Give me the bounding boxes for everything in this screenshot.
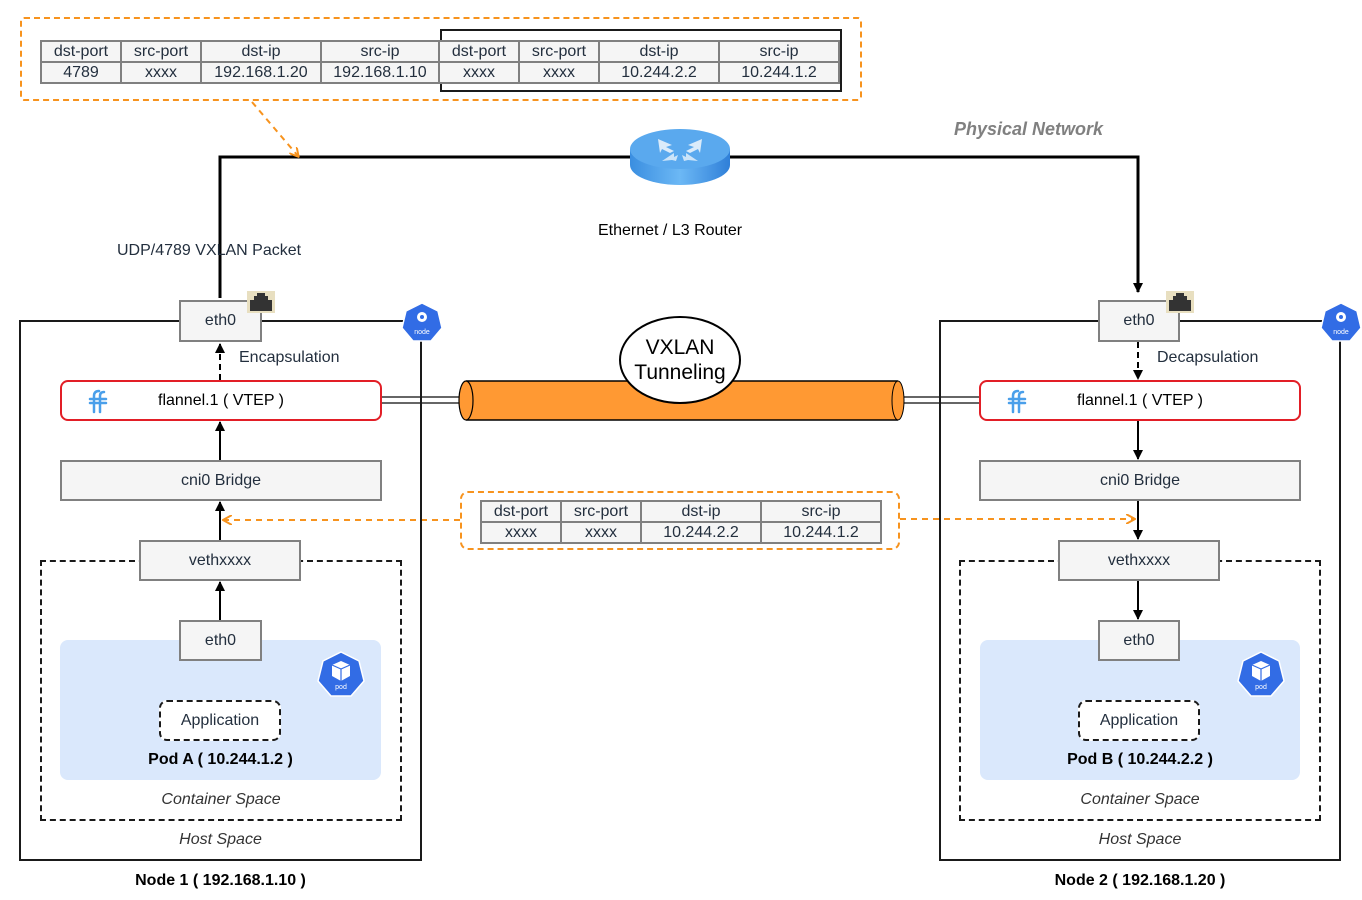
router-label: Ethernet / L3 Router — [598, 222, 743, 239]
field-value: 10.244.2.2 — [640, 521, 762, 544]
tunnel-label-line1: VXLAN — [645, 336, 715, 359]
field-name: dst-port — [40, 40, 122, 63]
tunnel-label-line2: Tunneling — [634, 361, 726, 384]
node2-vtep-label: flannel.1 ( VTEP ) — [1077, 391, 1203, 409]
svg-text:node: node — [1333, 329, 1349, 336]
node1-vtep[interactable]: flannel.1 ( VTEP ) — [60, 380, 382, 421]
node2-decapsulation-label: Decapsulation — [1157, 349, 1259, 366]
flannel-icon — [88, 389, 108, 414]
node2-vtep[interactable]: flannel.1 ( VTEP ) — [979, 380, 1301, 421]
node2-pod-label: Pod B ( 10.244.2.2 ) — [1067, 751, 1213, 768]
node1-host-space — [19, 320, 422, 861]
inner-packet-value-row: xxxx xxxx 10.244.2.2 10.244.1.2 — [480, 521, 882, 544]
field-name: src-ip — [718, 40, 840, 63]
node2-host-space-label: Host Space — [1098, 831, 1182, 848]
field-name: dst-port — [480, 500, 562, 523]
kubernetes-pod-icon: pod — [1237, 651, 1285, 697]
field-name: src-port — [120, 40, 202, 63]
field-name: dst-ip — [200, 40, 322, 63]
field-value: xxxx — [560, 521, 642, 544]
field-value: 10.244.2.2 — [598, 61, 720, 84]
node1-host-space-label: Host Space — [179, 831, 262, 848]
outer-packet-table: dst-port src-port dst-ip src-ip dst-port… — [40, 40, 840, 84]
physical-link-node1 — [218, 155, 650, 298]
node1-veth[interactable]: vethxxxx — [139, 540, 301, 581]
field-value: xxxx — [438, 61, 520, 84]
node2-container-space-label: Container Space — [1080, 791, 1200, 808]
node2-pod-eth0[interactable]: eth0 — [1098, 620, 1180, 661]
node2-title: Node 2 ( 192.168.1.20 ) — [1054, 872, 1226, 889]
node1-eth0[interactable]: eth0 — [179, 300, 262, 342]
field-value: 192.168.1.10 — [320, 61, 440, 84]
ethernet-port-icon — [1166, 291, 1194, 313]
svg-text:pod: pod — [1255, 684, 1267, 691]
node1-pod-eth0[interactable]: eth0 — [179, 620, 262, 661]
field-value: 10.244.1.2 — [760, 521, 882, 544]
vxlan-packet-label: UDP/4789 VXLAN Packet — [117, 242, 302, 259]
field-value: 10.244.1.2 — [718, 61, 840, 84]
physical-network-label: Physical Network — [954, 119, 1104, 139]
node1-cni0-bridge[interactable]: cni0 Bridge — [60, 460, 382, 501]
node1-encapsulation-label: Encapsulation — [239, 349, 340, 366]
svg-text:pod: pod — [335, 684, 347, 691]
router-icon — [630, 129, 730, 185]
field-name: dst-port — [438, 40, 520, 63]
node1-pod-label: Pod A ( 10.244.1.2 ) — [148, 751, 293, 768]
ethernet-port-icon — [247, 291, 275, 313]
node1-container-space-label: Container Space — [161, 791, 281, 808]
kubernetes-node-icon: node — [1320, 302, 1362, 342]
field-value: xxxx — [518, 61, 600, 84]
inner-packet-frame — [460, 491, 900, 550]
field-value: xxxx — [480, 521, 562, 544]
outer-packet-header-row: dst-port src-port dst-ip src-ip dst-port… — [40, 40, 840, 63]
field-name: src-ip — [320, 40, 440, 63]
packet-pointer-arrow — [251, 101, 298, 156]
node2-eth0[interactable]: eth0 — [1098, 300, 1180, 342]
node2-application[interactable]: Application — [1078, 700, 1200, 741]
physical-link-node2 — [710, 155, 1143, 293]
node2-cni0-bridge[interactable]: cni0 Bridge — [979, 460, 1301, 501]
vxlan-tunnel-bubble — [619, 316, 741, 404]
field-value: xxxx — [120, 61, 202, 84]
flannel-icon — [1007, 389, 1027, 414]
svg-text:node: node — [414, 329, 430, 336]
node2-host-space — [939, 320, 1341, 861]
field-name: dst-ip — [640, 500, 762, 523]
node1-application[interactable]: Application — [159, 700, 281, 741]
field-value: 192.168.1.20 — [200, 61, 322, 84]
node1-title: Node 1 ( 192.168.1.10 ) — [135, 872, 306, 889]
field-value: 4789 — [40, 61, 122, 84]
outer-packet-value-row: 4789 xxxx 192.168.1.20 192.168.1.10 xxxx… — [40, 61, 840, 84]
kubernetes-pod-icon: pod — [317, 651, 365, 697]
vxlan-tunnel-label: VXLAN Tunneling — [620, 335, 740, 385]
field-name: src-port — [518, 40, 600, 63]
inner-packet-header-row: dst-port src-port dst-ip src-ip — [480, 500, 882, 523]
field-name: dst-ip — [598, 40, 720, 63]
node2-veth[interactable]: vethxxxx — [1058, 540, 1220, 581]
field-name: src-ip — [760, 500, 882, 523]
outer-packet-frame — [20, 17, 862, 101]
field-name: src-port — [560, 500, 642, 523]
inner-packet-table: dst-port src-port dst-ip src-ip xxxx xxx… — [480, 500, 882, 544]
kubernetes-node-icon: node — [401, 302, 443, 342]
node1-vtep-label: flannel.1 ( VTEP ) — [158, 391, 284, 409]
